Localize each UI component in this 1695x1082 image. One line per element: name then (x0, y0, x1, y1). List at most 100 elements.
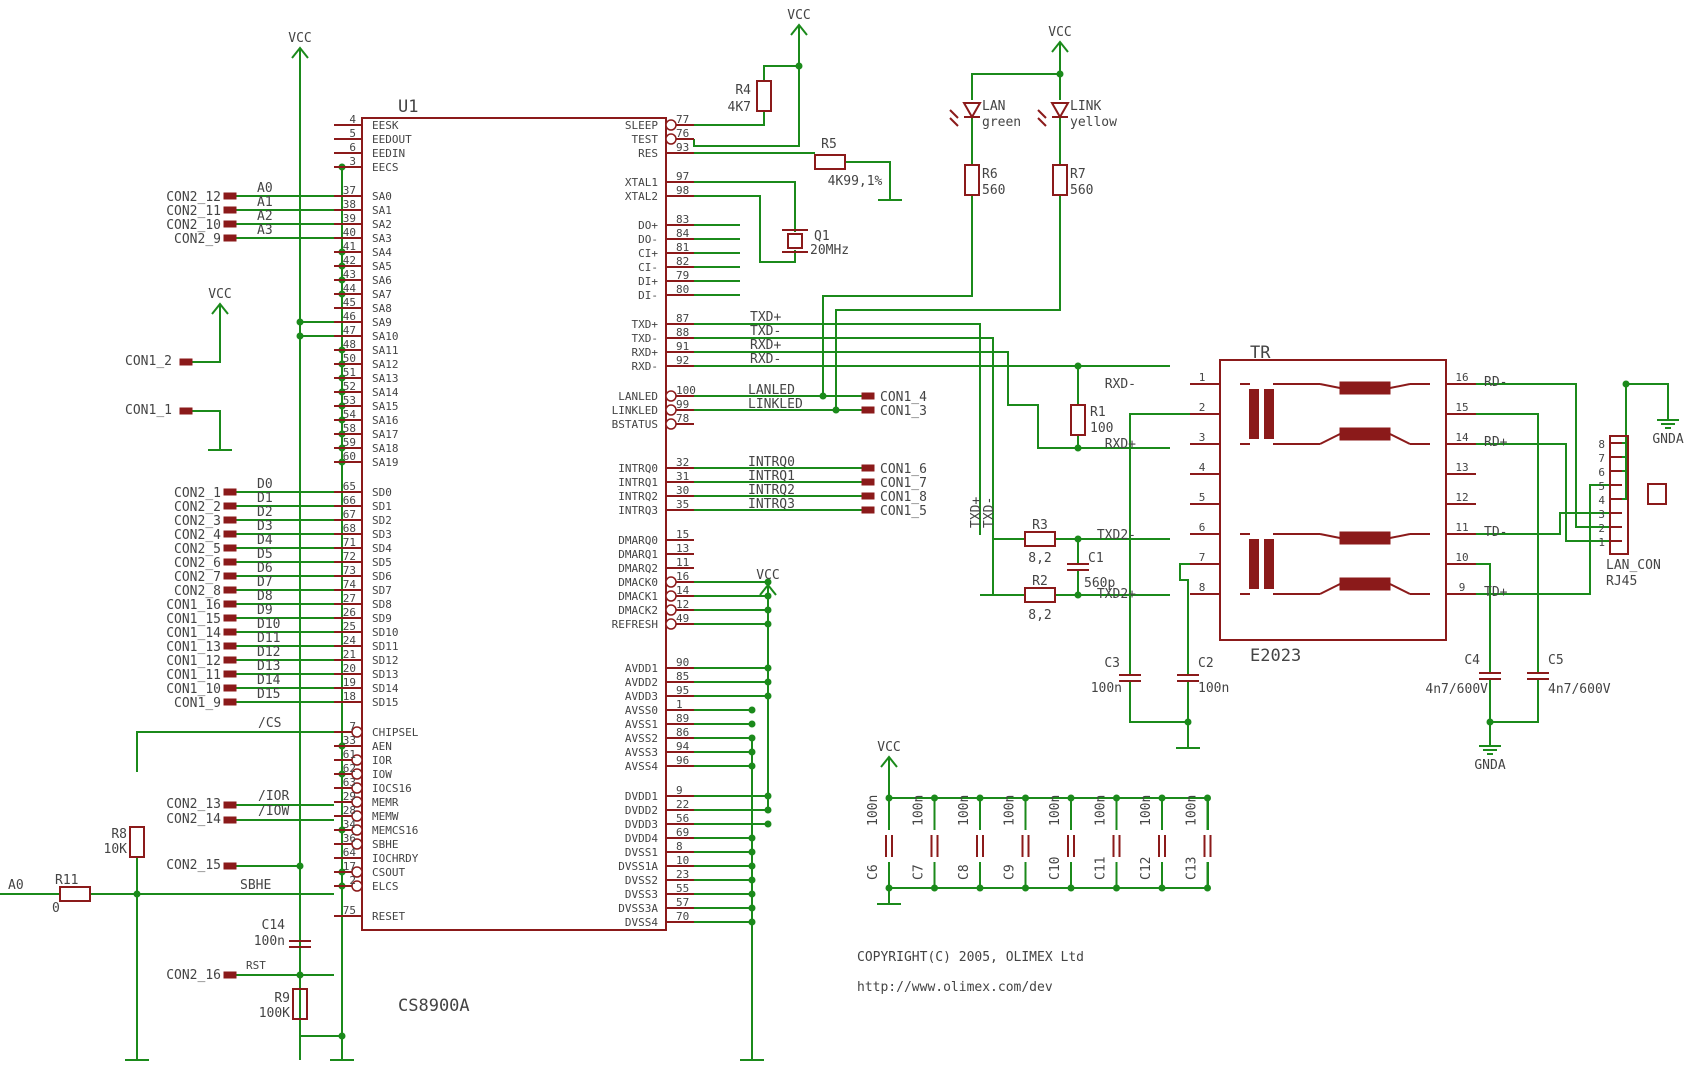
junction-dot (1204, 794, 1211, 802)
rj45-body (1609, 435, 1629, 555)
u1-pin-number: 57 (676, 896, 689, 909)
connector-label: CON2_4 (174, 528, 221, 543)
u1-pin-name: AVDD2 (625, 676, 658, 689)
net-label: /IOR (258, 789, 289, 804)
junction-dot (931, 884, 938, 892)
q1-crystal (787, 233, 803, 249)
u1-pin-name: SA6 (372, 274, 392, 287)
u1-pin-number: 48 (343, 338, 356, 351)
junction-dot (885, 794, 893, 802)
junction-dot (1158, 884, 1166, 892)
u1-pin-number: 86 (676, 726, 689, 739)
u1-body (361, 117, 667, 931)
r3-resistor (1024, 531, 1056, 547)
net-label: INTRQ3 (748, 497, 795, 512)
connector-pin (223, 656, 237, 664)
junction-dot (1074, 591, 1082, 599)
connector-label: CON2_6 (174, 556, 221, 571)
u1-pin-name: CI+ (638, 247, 658, 260)
connector-label: CON1_12 (166, 654, 221, 669)
tr-pin-number: 12 (1455, 491, 1468, 504)
u1-pin-number: 2 (349, 874, 356, 887)
decoupling-ref: C11 (1094, 857, 1109, 880)
wire (845, 161, 891, 200)
connector-pin (223, 816, 237, 824)
junction-dot (1158, 794, 1166, 802)
u1-pin-name: TXD+ (632, 318, 659, 331)
u1-pin-name: SD10 (372, 626, 399, 639)
u1-pin-name: IOR (372, 754, 392, 767)
u1-pin-name: AEN (372, 740, 392, 753)
c3-ref: C3 (1104, 656, 1120, 671)
parts (59, 25, 1679, 1061)
r9-resistor (292, 988, 308, 1020)
led-light (1037, 109, 1047, 119)
u1-pin-name: DVDD3 (625, 818, 658, 831)
connector-pin (223, 206, 237, 214)
tr-pin-number: 5 (1199, 491, 1206, 504)
r5-ref: R5 (821, 137, 837, 152)
junction-dot (296, 318, 304, 326)
gnda-label: GNDA (1652, 432, 1683, 447)
junction-dot (764, 620, 772, 628)
u1-pin-name: SD0 (372, 486, 392, 499)
r9-value: 100K (259, 1006, 290, 1021)
u1-pin-name: DVDD4 (625, 832, 658, 845)
junction-dot (748, 834, 756, 842)
tr-pin-number: 8 (1199, 581, 1206, 594)
junction-dot (1022, 884, 1029, 892)
inversion-bubble (665, 590, 677, 602)
tr-pin-number: 13 (1455, 461, 1468, 474)
u1-pin-number: 72 (343, 550, 356, 563)
u1-pin-name: SD12 (372, 654, 399, 667)
r5-resistor (814, 154, 846, 170)
vcc-label: VCC (877, 740, 900, 755)
r1-resistor (1070, 404, 1086, 436)
wire (1476, 563, 1491, 673)
u1-pin-number: 27 (343, 592, 356, 605)
net-label: D2 (257, 505, 273, 520)
r4-value: 4K7 (728, 100, 751, 115)
connector-pin (861, 406, 875, 414)
u1-pin-name: DVSS2 (625, 874, 658, 887)
tr-pin-number: 15 (1455, 401, 1468, 414)
wire (1476, 443, 1610, 542)
u1-pin-number: 65 (343, 480, 356, 493)
u1-pin-number: 60 (343, 450, 356, 463)
c3-value: 100n (1091, 681, 1122, 696)
u1-pin-name: LINKLED (612, 404, 658, 417)
connector-label: CON2_10 (166, 218, 221, 233)
rj45-value: RJ45 (1606, 574, 1637, 589)
connector-pin (179, 407, 193, 415)
u1-pin-name: SBHE (372, 838, 399, 851)
u1-pin-name: INTRQ0 (618, 462, 658, 475)
u1-pin-number: 53 (343, 394, 356, 407)
u1-pin-name: INTRQ2 (618, 490, 658, 503)
u1-pin-number: 64 (343, 846, 357, 859)
connector-pin (223, 628, 237, 636)
u1-ref: U1 (398, 97, 418, 117)
net-label: D10 (257, 617, 280, 632)
connector-label: CON2_7 (174, 570, 221, 585)
gnda-label: GNDA (1474, 758, 1505, 773)
junction-dot (1204, 884, 1211, 892)
junction-dot (764, 678, 772, 686)
net-label: /IOW (258, 804, 289, 819)
u1-pin-number: 63 (343, 776, 356, 789)
r8-value: 10K (104, 842, 128, 857)
connector-label: CON1_13 (166, 640, 221, 655)
u1-pin-number: 43 (343, 268, 356, 281)
decoupling-ref: C7 (912, 864, 927, 880)
u1-pin-name: LANLED (618, 390, 658, 403)
u1-pin-number: 38 (343, 198, 356, 211)
junction-dot (748, 848, 756, 856)
connector-pin (223, 614, 237, 622)
connector-pin (223, 544, 237, 552)
connector-pin (223, 698, 237, 706)
u1-pin-number: 26 (343, 606, 356, 619)
u1-pin-number: 47 (343, 324, 356, 337)
u1-pin-name: REFRESH (612, 618, 658, 631)
u1-pin-number: 14 (676, 584, 690, 597)
u1-pin-number: 31 (676, 470, 689, 483)
r2-value: 8,2 (1028, 608, 1051, 623)
